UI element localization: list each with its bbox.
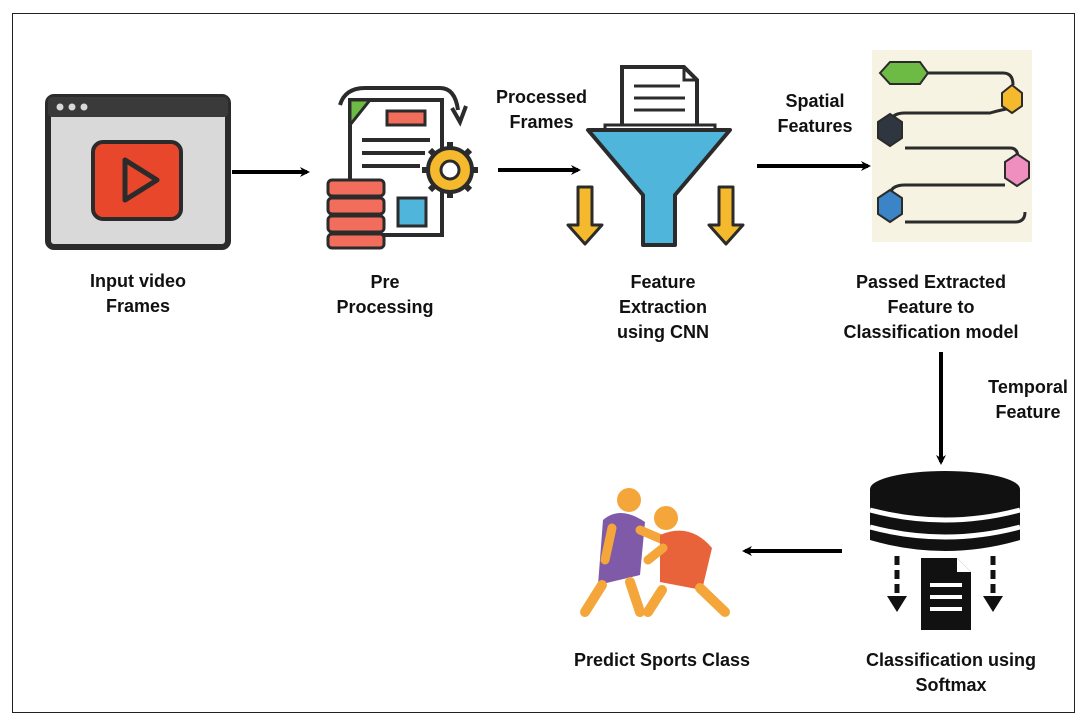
label-predict-sports-class: Predict Sports Class: [573, 650, 751, 670]
funnel-filter-icon: [566, 65, 745, 247]
video-player-window-icon: [45, 94, 231, 250]
wrestling-players-icon: [580, 488, 730, 617]
document-gear-database-icon: [326, 86, 478, 250]
sequence-flow-icon: [872, 50, 1032, 242]
database-document-icon: [869, 471, 1021, 630]
